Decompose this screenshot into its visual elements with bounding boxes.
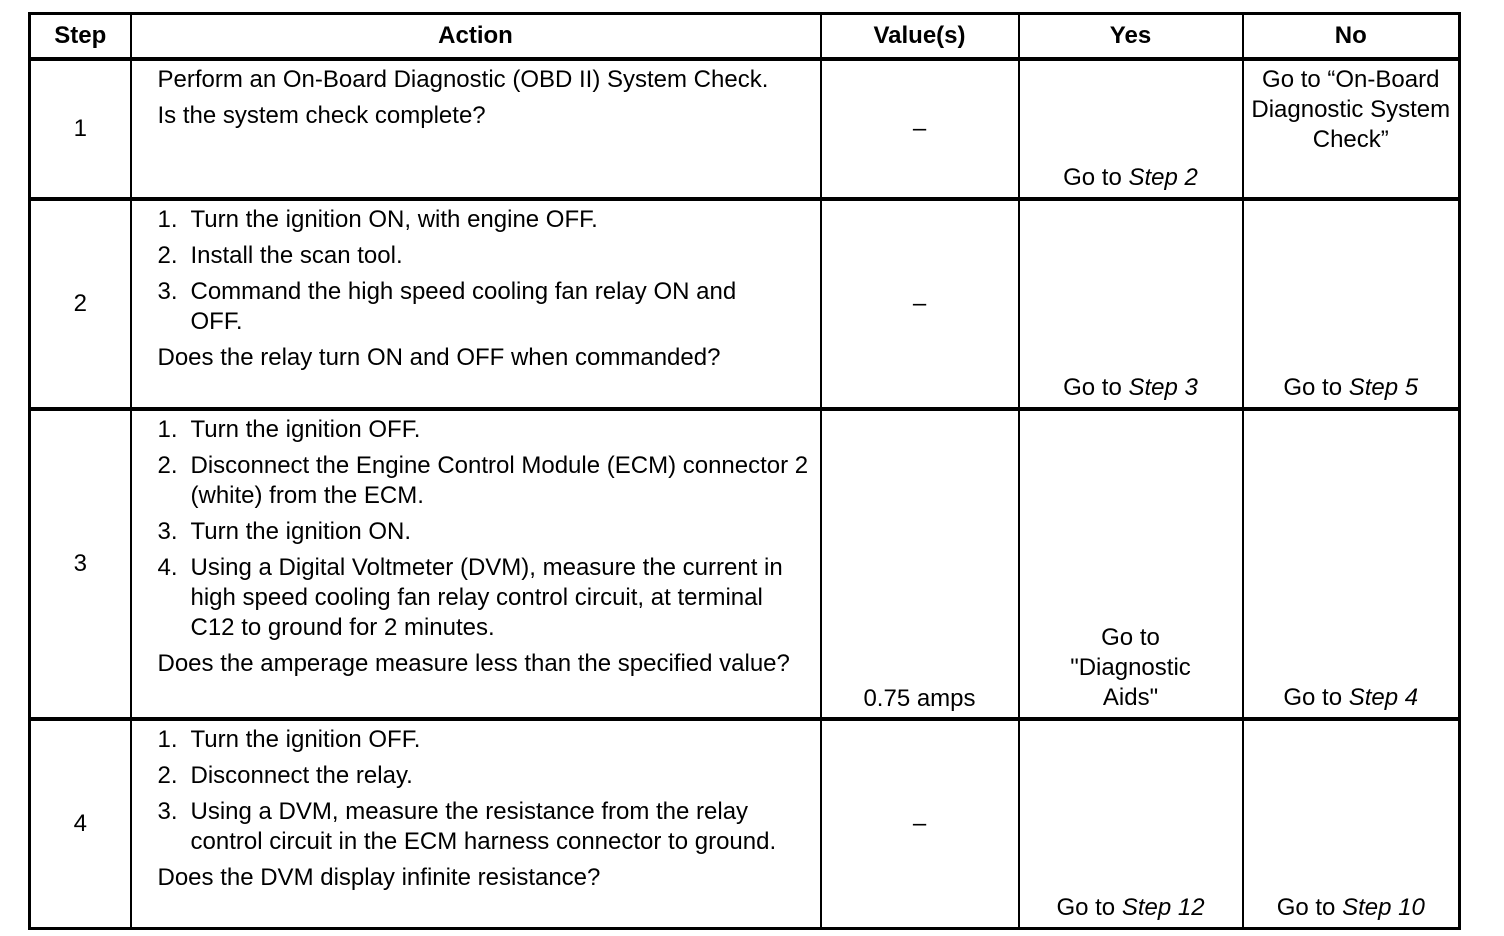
yes-text[interactable]: Go to "Diagnostic Aids" [1070, 624, 1191, 711]
item-number: 4. [157, 554, 178, 581]
header-row: Step Action Value(s) Yes No [28, 12, 1461, 61]
no-cell: Go to Step 4 [1241, 408, 1461, 721]
action-cell: 1. Turn the ignition OFF. 2. Disconnect th… [129, 718, 822, 930]
yes-cell: Go to Step 3 [1017, 198, 1244, 411]
yes-prefix: Go to [1063, 374, 1129, 401]
no-step-link[interactable]: Step 5 [1348, 374, 1419, 401]
yes-step-link[interactable]: Step 3 [1128, 374, 1198, 401]
table-row: 4 1. Turn the ignition OFF. 2. Disconnect … [28, 718, 1461, 930]
item-text: Command the high speed cooling fan relay… [190, 278, 737, 335]
no-text[interactable]: Go to “On-Board Diagnostic System Check” [1251, 66, 1451, 153]
no-cell: Go to Step 5 [1241, 198, 1461, 411]
no-cell: Go to “On-Board Diagnostic System Check” [1241, 58, 1461, 201]
action-cell: 1. Turn the ignition ON, with engine OFF.… [129, 198, 822, 411]
no-step-link[interactable]: Step 4 [1348, 684, 1419, 711]
no-step-link[interactable]: Step 10 [1342, 894, 1425, 921]
no-prefix: Go to [1283, 684, 1349, 711]
diagnostic-table: Step Action Value(s) Yes No 1 Perform an… [28, 12, 1461, 930]
item-text: Using a DVM, measure the resistance from… [190, 798, 777, 855]
yes-cell: Go to "Diagnostic Aids" [1017, 408, 1244, 721]
action-question: Does the relay turn ON and OFF when comm… [157, 344, 721, 371]
step-number: 2 [28, 198, 132, 411]
item-number: 2. [157, 762, 178, 789]
item-number: 1. [157, 206, 178, 233]
no-prefix: Go to [1276, 894, 1343, 921]
action-list: 1. Turn the ignition OFF. 2. Disconnect th… [158, 725, 810, 857]
value-cell: – [819, 58, 1020, 201]
list-item: 3. Turn the ignition ON. [158, 517, 810, 547]
yes-step-link[interactable]: Step 2 [1128, 164, 1198, 191]
step-number: 3 [28, 408, 132, 721]
item-text: Using a Digital Voltmeter (DVM), measure… [190, 554, 783, 641]
item-number: 1. [157, 416, 178, 443]
no-cell: Go to Step 10 [1241, 718, 1461, 930]
item-text: Turn the ignition OFF. [190, 726, 421, 753]
item-number: 2. [157, 452, 178, 479]
list-item: 3. Command the high speed cooling fan rel… [158, 277, 790, 337]
step-number: 4 [28, 718, 132, 930]
item-text: Turn the ignition ON, with engine OFF. [190, 206, 598, 233]
table-row: 2 1. Turn the ignition ON, with engine OF… [28, 198, 1461, 411]
header-action: Action [129, 12, 822, 61]
action-text: Perform an On-Board Diagnostic (OBD II) … [157, 66, 769, 93]
action-list: 1. Turn the ignition OFF. 2. Disconnect th… [158, 415, 810, 643]
list-item: 4. Using a Digital Voltmeter (DVM), measu… [158, 553, 810, 643]
header-values: Value(s) [819, 12, 1020, 61]
list-item: 1. Turn the ignition OFF. [158, 725, 810, 755]
item-text: Disconnect the Engine Control Module (EC… [190, 452, 809, 509]
item-text: Disconnect the relay. [190, 762, 413, 789]
action-question: Does the DVM display infinite resistance… [157, 864, 601, 891]
action-question: Does the amperage measure less than the … [157, 650, 790, 677]
list-item: 2. Disconnect the relay. [158, 761, 810, 791]
list-item: 2. Disconnect the Engine Control Module (… [158, 451, 810, 511]
item-number: 3. [157, 798, 178, 825]
yes-step-link[interactable]: Step 12 [1121, 894, 1205, 921]
header-step: Step [28, 12, 132, 61]
action-list: 1. Turn the ignition ON, with engine OFF.… [158, 205, 790, 337]
action-question: Is the system check complete? [157, 102, 486, 129]
no-prefix: Go to [1283, 374, 1349, 401]
action-cell: Perform an On-Board Diagnostic (OBD II) … [129, 58, 822, 201]
list-item: 1. Turn the ignition OFF. [158, 415, 810, 445]
step-number: 1 [28, 58, 132, 201]
header-yes: Yes [1017, 12, 1244, 61]
action-cell: 1. Turn the ignition OFF. 2. Disconnect th… [129, 408, 822, 721]
header-no: No [1241, 12, 1461, 61]
list-item: 3. Using a DVM, measure the resistance fr… [158, 797, 810, 857]
item-number: 1. [157, 726, 178, 753]
item-number: 3. [157, 278, 178, 305]
value-cell: 0.75 amps [819, 408, 1020, 721]
list-item: 1. Turn the ignition ON, with engine OFF. [158, 205, 790, 235]
yes-prefix: Go to [1056, 894, 1122, 921]
yes-cell: Go to Step 12 [1017, 718, 1244, 930]
item-number: 3. [157, 518, 178, 545]
item-text: Turn the ignition OFF. [190, 416, 421, 443]
yes-prefix: Go to [1063, 164, 1129, 191]
table-row: 3 1. Turn the ignition OFF. 2. Disconnect … [28, 408, 1461, 721]
item-number: 2. [157, 242, 178, 269]
item-text: Install the scan tool. [190, 242, 403, 269]
item-text: Turn the ignition ON. [190, 518, 412, 545]
value-cell: – [819, 718, 1020, 930]
table-row: 1 Perform an On-Board Diagnostic (OBD II… [28, 58, 1461, 201]
list-item: 2. Install the scan tool. [158, 241, 790, 271]
value-cell: – [819, 198, 1020, 411]
yes-cell: Go to Step 2 [1017, 58, 1244, 201]
